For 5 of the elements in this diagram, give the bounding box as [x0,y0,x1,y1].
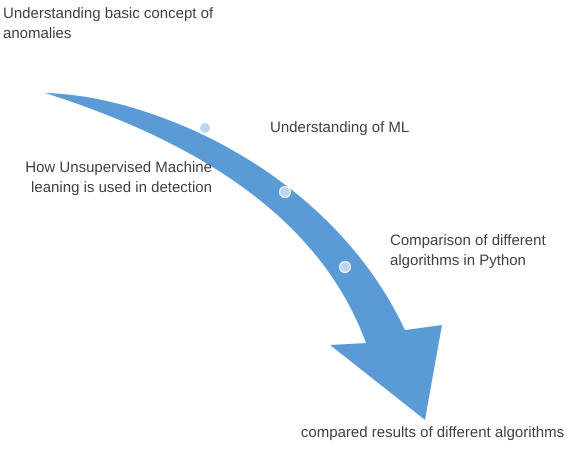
step-label: Comparison of different algorithms in Python [390,231,547,271]
step-label: How Unsupervised Machine leaning is used in detection [24,158,212,198]
step-label: Understanding basic concept of anomalies [3,4,214,44]
step-label: Understanding of ML [270,118,410,138]
step-label: compared results of different algorithms [300,423,566,443]
